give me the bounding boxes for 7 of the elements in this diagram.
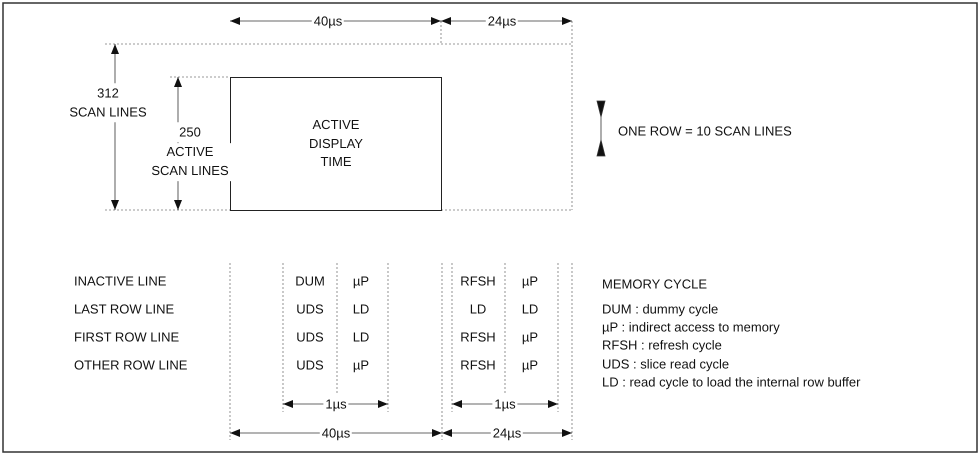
- dimension-label: 312: [95, 83, 121, 103]
- dimension-label: 1µs: [492, 394, 518, 414]
- dimension-label: SCAN LINES: [67, 102, 149, 122]
- dimension-label: 250: [177, 122, 203, 142]
- display-area-box: [230, 77, 442, 211]
- box-label: ACTIVE DISPLAY TIME: [308, 116, 364, 172]
- dimension-label: 1µs: [323, 394, 349, 414]
